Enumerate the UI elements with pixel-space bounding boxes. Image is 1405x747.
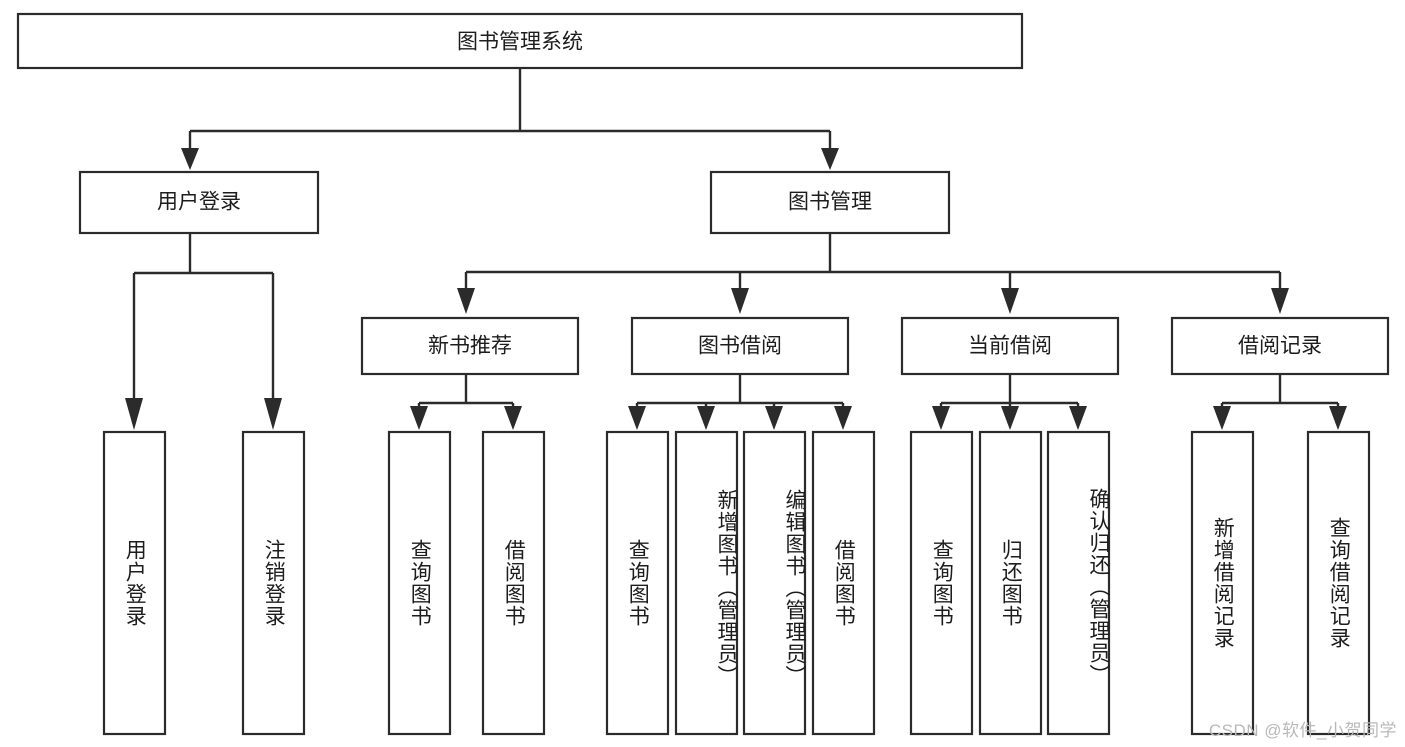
node-root-box[interactable] bbox=[16, 12, 1024, 70]
node-leaf-query-book-1-box[interactable] bbox=[387, 430, 452, 736]
node-user-login-label: 用户登录 bbox=[157, 191, 241, 214]
node-leaf-add-book-box[interactable] bbox=[674, 430, 739, 736]
arrowhead-new-book-rec bbox=[457, 288, 475, 314]
arrowhead-root-to-book-manage bbox=[821, 148, 839, 170]
node-leaf-query-record-box[interactable] bbox=[1306, 430, 1371, 736]
node-book-manage-label: 图书管理 bbox=[788, 191, 872, 214]
arrowhead-leaf-query-record bbox=[1329, 406, 1347, 430]
arrowhead-leaf-logout-login bbox=[264, 398, 282, 430]
arrowhead-leaf-confirm-return bbox=[1069, 406, 1087, 430]
node-borrow-record-box[interactable] bbox=[1170, 316, 1390, 376]
node-new-book-rec-label: 新书推荐 bbox=[428, 335, 512, 358]
arrowhead-leaf-query-book-1 bbox=[410, 406, 428, 430]
node-leaf-query-book-2-box[interactable] bbox=[605, 430, 670, 736]
node-leaf-confirm-return-box[interactable] bbox=[1046, 430, 1111, 736]
arrowhead-leaf-edit-book bbox=[765, 406, 783, 430]
arrowhead-root-to-user-login bbox=[181, 148, 199, 170]
node-book-borrow-label: 图书借阅 bbox=[698, 335, 782, 358]
node-current-borrow-box[interactable] bbox=[900, 316, 1120, 376]
node-leaf-query-book-3-box[interactable] bbox=[909, 430, 974, 736]
arrowhead-book-borrow bbox=[731, 288, 749, 314]
arrowhead-leaf-add-record bbox=[1213, 406, 1231, 430]
arrowhead-leaf-user-login bbox=[125, 398, 143, 430]
arrowhead-leaf-borrow-book-2 bbox=[834, 406, 852, 430]
node-book-manage-box[interactable] bbox=[709, 170, 951, 235]
arrowhead-current-borrow bbox=[1001, 288, 1019, 314]
node-leaf-return-book-box[interactable] bbox=[978, 430, 1043, 736]
node-leaf-edit-book-box[interactable] bbox=[742, 430, 807, 736]
node-new-book-rec-box[interactable] bbox=[360, 316, 580, 376]
node-current-borrow-label: 当前借阅 bbox=[968, 335, 1052, 358]
arrowhead-leaf-borrow-book-1 bbox=[504, 406, 522, 430]
arrowhead-leaf-query-book-3 bbox=[932, 406, 950, 430]
node-leaf-logout-login-box[interactable] bbox=[241, 430, 306, 736]
node-leaf-borrow-book-2-box[interactable] bbox=[811, 430, 876, 736]
node-borrow-record-label: 借阅记录 bbox=[1238, 335, 1322, 358]
node-user-login-box[interactable] bbox=[78, 170, 320, 235]
node-layer: 图书管理系统 用户登录 图书管理 新书推荐 图书借阅 当前借阅 借阅记录 bbox=[16, 12, 1390, 736]
arrowhead-leaf-return-book bbox=[1001, 406, 1019, 430]
connector-layer bbox=[125, 68, 1347, 430]
csdn-watermark: CSDN @软件_小贺同学 bbox=[1208, 721, 1397, 740]
node-leaf-add-record-box[interactable] bbox=[1190, 430, 1255, 736]
node-leaf-user-login-box[interactable] bbox=[102, 430, 167, 736]
node-leaf-borrow-book-1-box[interactable] bbox=[481, 430, 546, 736]
node-book-borrow-box[interactable] bbox=[630, 316, 850, 376]
arrowhead-borrow-record bbox=[1271, 288, 1289, 314]
arrowhead-leaf-query-book-2 bbox=[628, 406, 646, 430]
arrowhead-leaf-add-book bbox=[697, 406, 715, 430]
node-root-label: 图书管理系统 bbox=[457, 31, 583, 54]
